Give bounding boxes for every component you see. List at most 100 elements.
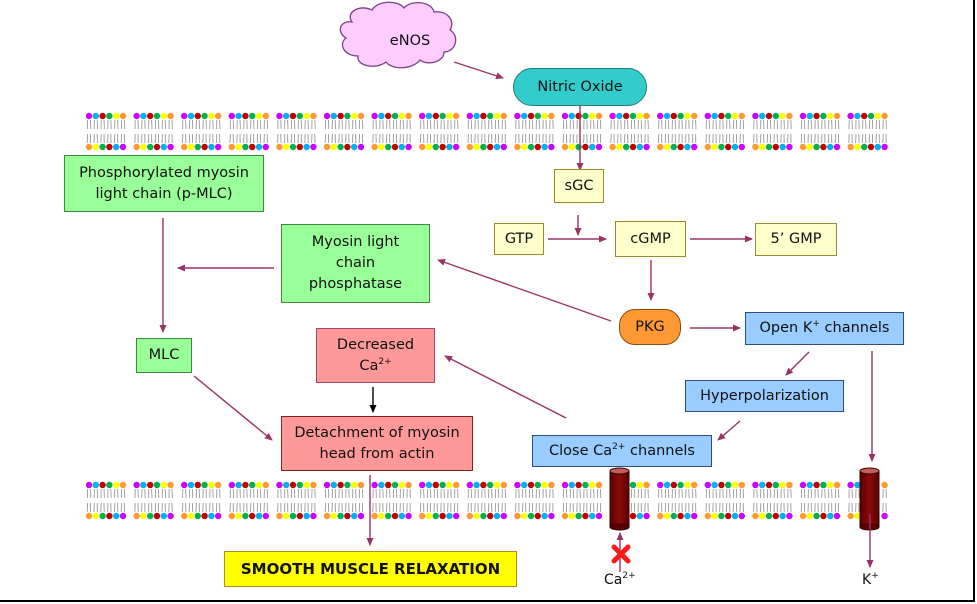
lipid-tail bbox=[535, 119, 541, 130]
lipid-tail bbox=[345, 133, 350, 144]
lipid-head bbox=[527, 481, 535, 489]
lipid-tail bbox=[807, 119, 813, 130]
lipid-head bbox=[92, 481, 100, 489]
lipid-head bbox=[147, 112, 154, 120]
lipid-head bbox=[106, 512, 113, 520]
lipid-tail bbox=[732, 488, 738, 499]
lipid-head bbox=[677, 481, 684, 489]
lipid-head bbox=[487, 512, 494, 520]
lipid-tail bbox=[256, 488, 262, 499]
lipid-head bbox=[725, 143, 732, 151]
lipid-head bbox=[140, 512, 147, 520]
lipid-tail bbox=[141, 502, 146, 513]
lipid-head bbox=[663, 481, 671, 489]
lipid-head bbox=[337, 112, 344, 120]
lipid-tail bbox=[834, 119, 840, 130]
lipid-head bbox=[330, 512, 337, 520]
lipid-tail bbox=[399, 133, 404, 144]
lipid-tail bbox=[725, 133, 731, 144]
lipid-head bbox=[201, 481, 208, 489]
lipid-head bbox=[153, 481, 161, 489]
lipid-head bbox=[119, 112, 127, 120]
lipid-tail bbox=[705, 133, 710, 144]
lipid-tail bbox=[617, 133, 622, 144]
calcium-ion-label: Ca2+ bbox=[604, 571, 636, 589]
lipid-head bbox=[779, 481, 786, 489]
lipid-tail bbox=[338, 488, 343, 499]
lipid-head bbox=[786, 112, 793, 120]
lipid-head bbox=[398, 143, 405, 151]
lipid-tail bbox=[780, 502, 785, 513]
arrow-open-k-to-hyperpolarization bbox=[785, 351, 810, 376]
lipid-head bbox=[738, 481, 745, 489]
lipid-head bbox=[874, 112, 881, 120]
lipid-tail bbox=[86, 488, 92, 499]
lipid-head bbox=[113, 143, 120, 151]
lipid-head bbox=[405, 112, 412, 120]
lipid-head bbox=[303, 512, 310, 520]
lipid-head bbox=[147, 143, 154, 151]
five-gmp-label: 5’ GMP bbox=[770, 231, 822, 247]
lipid-tail bbox=[195, 133, 200, 144]
lipid-tail bbox=[93, 133, 98, 144]
close-ca-channels-node: Close Ca2+ channels bbox=[532, 435, 712, 467]
lipid-head bbox=[439, 481, 446, 489]
lipid-head bbox=[215, 143, 222, 151]
lipid-head bbox=[262, 143, 269, 151]
lipid-head bbox=[201, 143, 208, 151]
pkg-label: PKG bbox=[635, 318, 665, 335]
lipid-tail bbox=[263, 488, 269, 499]
lipid-tail bbox=[358, 119, 364, 130]
lipid-head bbox=[208, 143, 215, 151]
lipid-tail bbox=[753, 119, 758, 130]
lipid-tail bbox=[392, 488, 398, 499]
lipid-tail bbox=[814, 488, 819, 499]
lipid-tail bbox=[284, 119, 289, 130]
lipid-tail bbox=[420, 488, 425, 499]
lipid-head bbox=[378, 481, 385, 489]
lipid-tail bbox=[392, 133, 398, 144]
lipid-head bbox=[704, 143, 711, 151]
lipid-tail bbox=[324, 133, 330, 144]
lipid-head bbox=[827, 512, 834, 520]
lipid-tail bbox=[596, 502, 602, 513]
lipid-head bbox=[541, 512, 548, 520]
lipid-head bbox=[833, 143, 841, 151]
lipid-tail bbox=[236, 119, 241, 130]
lipid-tail bbox=[447, 133, 452, 144]
lipid-tail bbox=[759, 502, 765, 513]
lipid-tail bbox=[454, 488, 459, 499]
lipid-head bbox=[847, 112, 854, 120]
lipid-tail bbox=[297, 488, 303, 499]
lipid-tail bbox=[134, 502, 139, 513]
lipid-tail bbox=[304, 502, 309, 513]
lipid-tail bbox=[739, 502, 744, 513]
lipid-head bbox=[296, 143, 303, 151]
lipid-head bbox=[786, 143, 793, 151]
lipid-head bbox=[167, 481, 174, 489]
lipid-tail bbox=[420, 119, 425, 130]
potassium-ion-label: K+ bbox=[862, 571, 879, 589]
lipid-head bbox=[160, 143, 167, 151]
lipid-head bbox=[718, 112, 725, 120]
lipid-tail bbox=[644, 488, 649, 499]
lipid-head bbox=[541, 481, 548, 489]
lipid-tail bbox=[209, 119, 214, 130]
lipid-head bbox=[847, 143, 854, 151]
lipid-tail bbox=[114, 119, 119, 130]
lipid-head bbox=[691, 112, 698, 120]
lipid-tail bbox=[188, 488, 194, 499]
lipid-tail bbox=[610, 119, 615, 130]
lipid-tail bbox=[154, 502, 160, 513]
lipid-tail bbox=[590, 119, 595, 130]
lipid-tail bbox=[515, 488, 520, 499]
lipid-tail bbox=[691, 133, 697, 144]
lipid-head bbox=[847, 512, 854, 520]
lipid-head bbox=[487, 112, 494, 120]
lipid-head bbox=[636, 512, 643, 520]
lipid-head bbox=[589, 112, 596, 120]
lipid-head bbox=[847, 481, 854, 489]
lipid-head bbox=[663, 112, 671, 120]
lipid-tail bbox=[100, 502, 105, 513]
decreased-ca-label-line1: Decreased bbox=[336, 336, 415, 353]
